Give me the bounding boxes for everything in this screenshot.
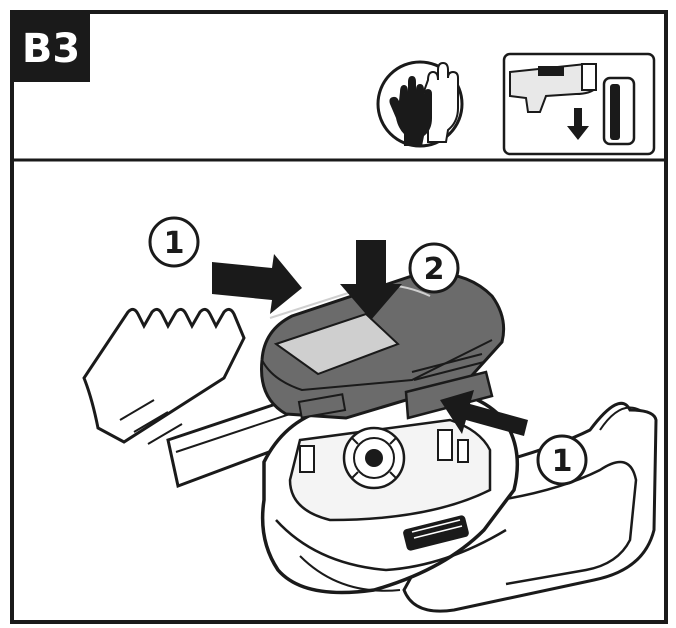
remove-battery-icon [502,52,656,156]
hedge-trimmer-illustration [82,272,658,613]
svg-text:1: 1 [552,444,573,479]
press-left-arrow [212,254,302,314]
callout-1-top: 1 [148,216,200,268]
step-label-box [12,12,90,82]
press-down-arrow [340,240,402,320]
svg-text:2: 2 [424,252,445,287]
svg-text:1: 1 [164,226,185,261]
gloves-icon [376,60,464,148]
press-right-arrow [440,390,528,436]
callout-1-right: 1 [536,434,588,486]
step-label: B3 [22,26,80,72]
callout-2: 2 [408,242,460,294]
